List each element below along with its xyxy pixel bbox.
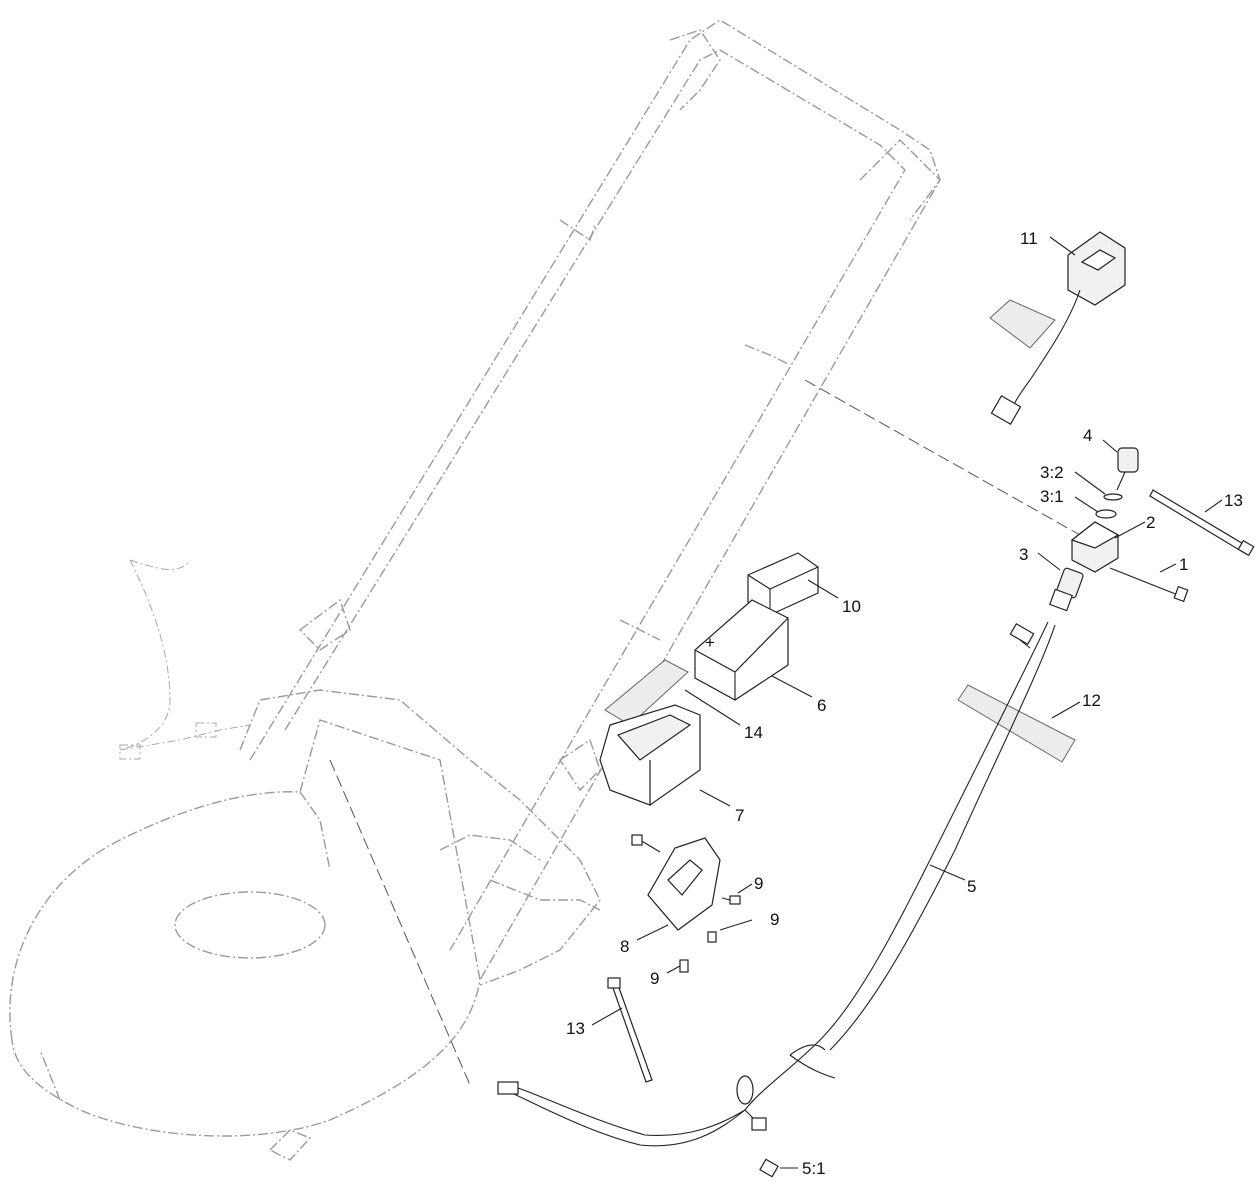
callout-labels: 11 4 3:2 3:1 13 2 3 1 10 12 6 14 7 9 5 9… xyxy=(566,229,1243,1178)
cable-tie-lower xyxy=(607,977,653,1083)
battery-terminal-mark: + xyxy=(705,633,715,652)
battery: + xyxy=(694,599,789,701)
assembly-line xyxy=(804,379,1081,536)
callout-5-1: 5:1 xyxy=(802,1159,826,1178)
screw xyxy=(679,959,689,973)
callout-9-b: 9 xyxy=(770,910,779,929)
charger-decal xyxy=(989,299,1056,349)
callout-6: 6 xyxy=(817,696,826,715)
assembly-line xyxy=(329,759,471,1086)
harness-clip xyxy=(759,1158,779,1178)
warning-decal xyxy=(957,684,1076,763)
wire-harness xyxy=(497,621,1056,1147)
harness-ghost-left xyxy=(119,559,251,760)
callout-9-c: 9 xyxy=(650,969,659,988)
charger xyxy=(990,231,1126,425)
callout-3-1: 3:1 xyxy=(1040,487,1064,506)
callout-3-2: 3:2 xyxy=(1040,463,1064,482)
mounting-bracket xyxy=(631,834,721,931)
callout-10: 10 xyxy=(842,597,861,616)
battery-pad xyxy=(747,552,819,616)
callout-9-a: 9 xyxy=(754,874,763,893)
cable-tie-upper xyxy=(1149,489,1255,557)
callout-3: 3 xyxy=(1019,545,1028,564)
callout-7: 7 xyxy=(735,806,744,825)
nut-washer-3-2 xyxy=(1103,493,1123,501)
ignition-key xyxy=(1116,447,1139,491)
nut-washer-3-1 xyxy=(1095,509,1117,519)
callout-8: 8 xyxy=(620,937,629,956)
battery-decal xyxy=(604,659,689,726)
screw xyxy=(721,895,741,905)
key-switch xyxy=(1049,567,1084,612)
mower-deck-outline xyxy=(9,689,601,1161)
callout-12: 12 xyxy=(1082,691,1101,710)
callout-11: 11 xyxy=(1020,229,1038,248)
bolt xyxy=(1109,567,1189,603)
callout-13-lower: 13 xyxy=(566,1019,585,1038)
callout-2: 2 xyxy=(1146,513,1155,532)
battery-box xyxy=(599,704,701,806)
callout-13-upper: 13 xyxy=(1224,491,1243,510)
mower-handle-outline xyxy=(249,19,941,981)
callout-5: 5 xyxy=(967,877,976,896)
screw xyxy=(707,931,717,943)
switch-housing xyxy=(1070,521,1120,573)
leader-lines xyxy=(591,236,1223,1169)
callout-4: 4 xyxy=(1083,426,1092,445)
callout-14: 14 xyxy=(744,723,763,742)
callout-1: 1 xyxy=(1179,555,1188,574)
